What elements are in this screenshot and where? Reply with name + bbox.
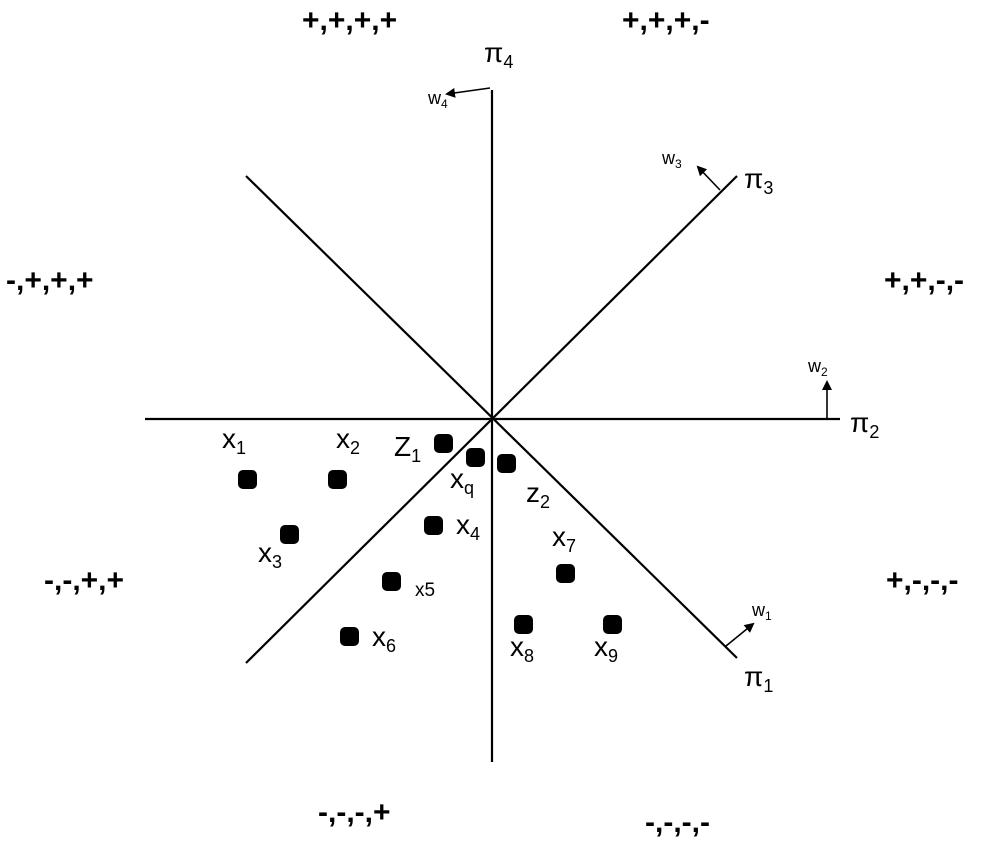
normal-w4-arrow [445, 87, 491, 98]
region-label-upper-left: -,+,+,+ [6, 264, 94, 297]
region-label-upper-right: +,+,-,- [884, 264, 964, 297]
plane-label-pi3: π3 [744, 163, 773, 198]
point-label-x3: x3 [258, 537, 282, 572]
region-label-bottom-right: -,-,-,- [645, 806, 710, 839]
point-x5 [382, 572, 401, 591]
region-label-lower-left: -,-,+,+ [44, 564, 124, 597]
region-label-bottom-left: -,-,-,+ [318, 796, 391, 829]
point-label-x4: x4 [456, 509, 480, 544]
point-x6 [340, 627, 359, 646]
point-z1 [434, 434, 453, 453]
plane-pi1-line [245, 175, 738, 659]
plane-label-pi2: π2 [850, 407, 879, 442]
point-x4 [424, 516, 443, 535]
point-label-x7: x7 [552, 521, 576, 556]
normal-w3-arrow [696, 165, 721, 191]
region-label-top-right: +,+,+,- [622, 4, 710, 37]
region-label-lower-right: +,-,-,- [886, 564, 959, 597]
plane-label-pi1: π1 [744, 661, 773, 696]
point-label-z2: z2 [526, 477, 550, 512]
point-x9 [603, 615, 622, 634]
point-x1 [238, 470, 257, 489]
normal-w1-arrow [725, 622, 755, 647]
point-x3 [280, 525, 299, 544]
point-label-x1: x1 [222, 423, 246, 458]
plane-label-pi4: π4 [484, 37, 513, 72]
normal-label-w2: w2 [807, 356, 828, 379]
region-label-top-left: +,+,+,+ [302, 4, 397, 37]
point-label-x8: x8 [510, 631, 534, 666]
point-label-z1: Z1 [394, 431, 421, 466]
point-label-x2: x2 [336, 423, 360, 458]
point-x2 [328, 470, 347, 489]
point-xq [466, 448, 485, 467]
point-z2 [497, 454, 516, 473]
point-label-x9: x9 [594, 631, 618, 666]
point-label-xq: xq [450, 463, 474, 498]
point-x8 [514, 615, 533, 634]
normal-label-w4: w4 [427, 88, 448, 111]
point-label-x5: x5 [415, 580, 435, 601]
normal-label-w1: w1 [751, 600, 772, 623]
point-label-x6: x6 [372, 621, 396, 656]
point-x7 [556, 564, 575, 583]
plane-pi3-line [245, 175, 738, 664]
normal-label-w3: w3 [661, 148, 682, 171]
